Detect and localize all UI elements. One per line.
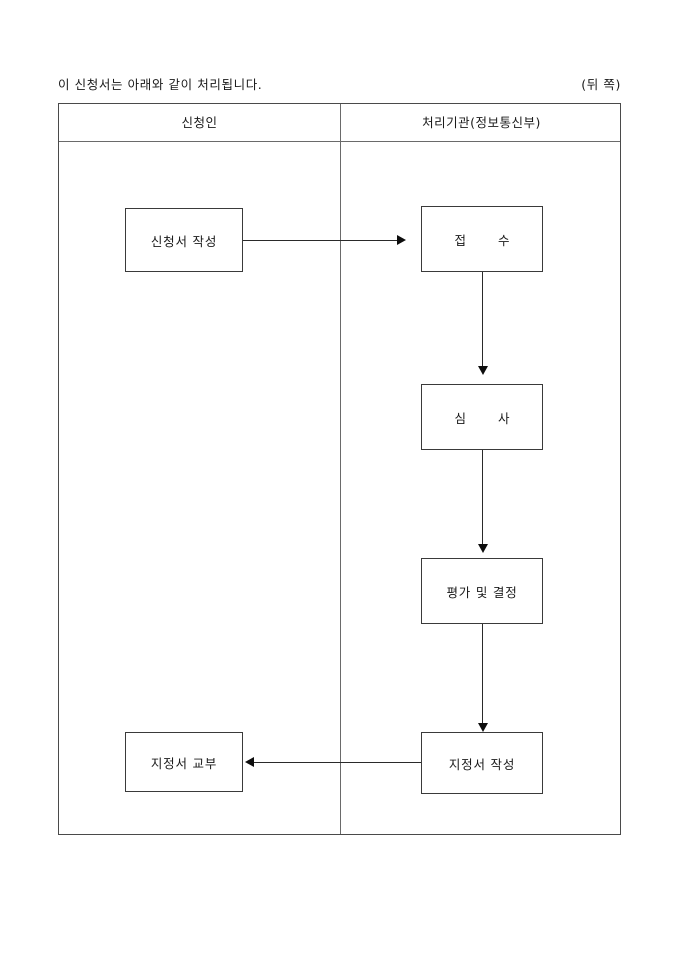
process-caption: 이 신청서는 아래와 같이 처리됩니다.	[58, 77, 263, 92]
edge-evaluation-to-prepare-line	[482, 624, 483, 727]
edge-receipt-to-examination-line	[482, 272, 483, 370]
flow-node-write-application: 신청서 작성	[125, 208, 243, 272]
flow-node-issue-certificate: 지정서 교부	[125, 732, 243, 792]
edge-evaluation-to-prepare-arrowhead	[478, 723, 488, 732]
edge-receipt-to-examination-arrowhead	[478, 366, 488, 375]
edge-prepare-to-issue-line	[254, 762, 421, 763]
page-side-note: (뒤 쪽)	[581, 77, 621, 92]
flow-node-receipt-label: 접 수	[454, 232, 524, 248]
process-flow-table: 신청인 처리기관(정보통신부) 신청서 작성 접 수 심 사 평가 및	[58, 103, 621, 835]
flow-node-examination: 심 사	[421, 384, 543, 450]
column-header-applicant: 신청인	[181, 115, 218, 130]
edge-examination-to-evaluation-line	[482, 450, 483, 548]
header-row-divider	[59, 141, 620, 142]
edge-write-to-receipt-arrowhead	[397, 235, 406, 245]
flow-node-examination-label: 심 사	[454, 410, 524, 426]
column-divider	[340, 104, 341, 834]
flow-node-prepare-certificate-label: 지정서 작성	[448, 756, 516, 772]
column-header-agency: 처리기관(정보통신부)	[422, 115, 541, 130]
flow-node-issue-certificate-label: 지정서 교부	[150, 755, 218, 771]
edge-examination-to-evaluation-arrowhead	[478, 544, 488, 553]
flow-node-evaluation-decision: 평가 및 결정	[421, 558, 543, 624]
edge-write-to-receipt-line	[243, 240, 398, 241]
flow-node-prepare-certificate: 지정서 작성	[421, 732, 543, 794]
flow-node-write-application-label: 신청서 작성	[150, 233, 218, 249]
caption-row: 이 신청서는 아래와 같이 처리됩니다. (뒤 쪽)	[58, 74, 621, 96]
edge-prepare-to-issue-arrowhead	[245, 757, 254, 767]
flow-node-evaluation-decision-label: 평가 및 결정	[446, 584, 518, 600]
flow-node-receipt: 접 수	[421, 206, 543, 272]
